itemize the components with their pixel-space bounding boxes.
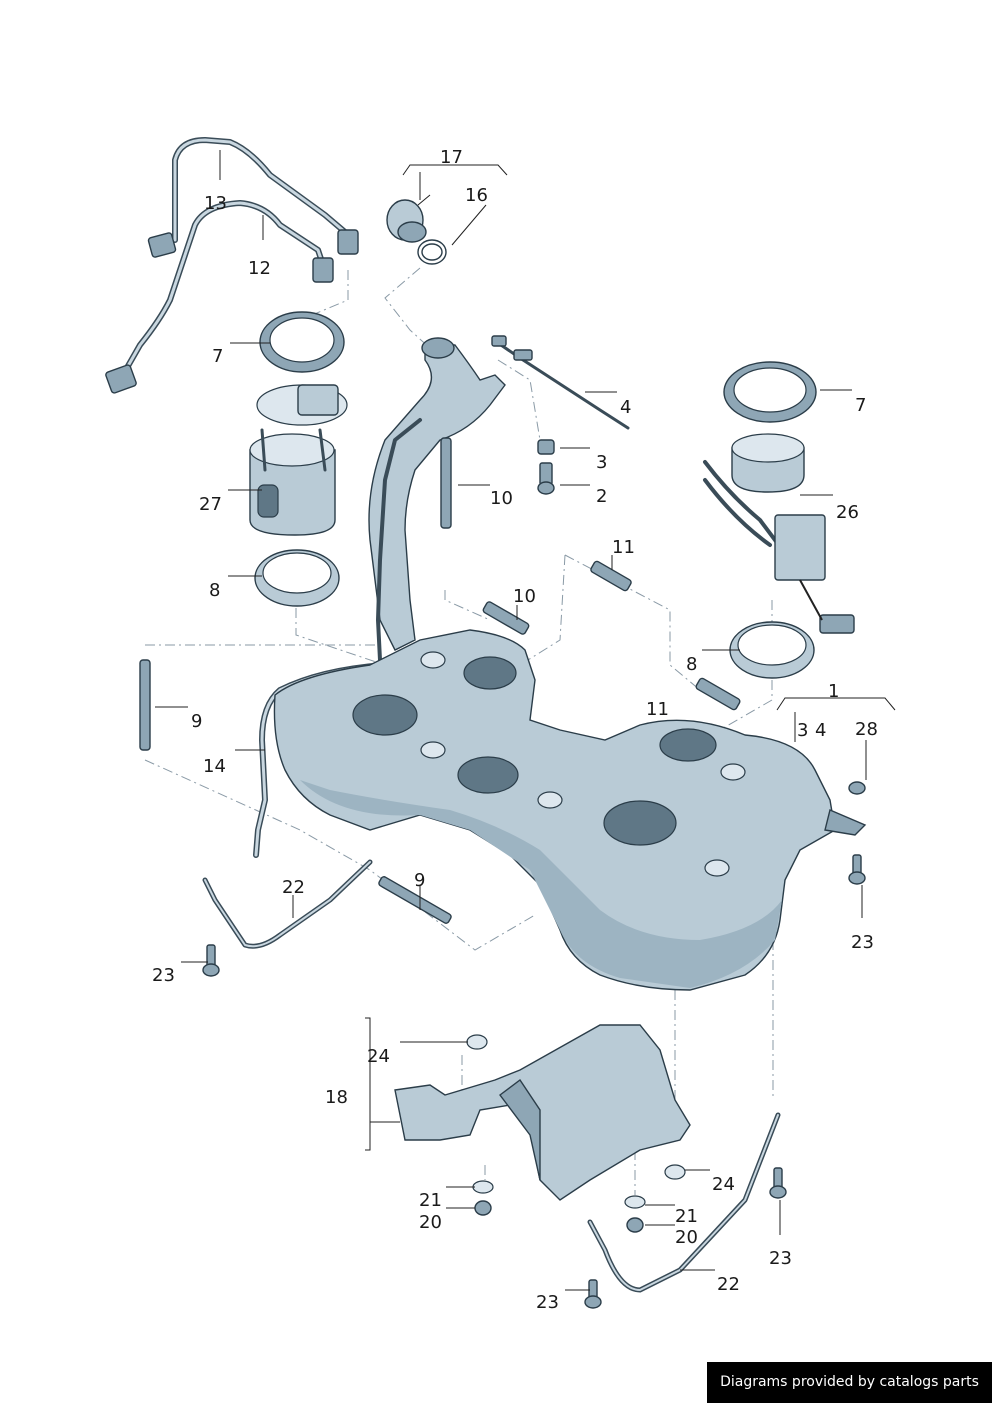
label-20-right: 20 [675, 1227, 698, 1248]
label-3-top: 3 [596, 452, 607, 473]
label-21-right: 21 [675, 1206, 698, 1227]
label-1: 1 [828, 681, 839, 702]
locking-ring-7-left [259, 311, 345, 373]
label-9-lower: 9 [414, 870, 425, 891]
label-13: 13 [204, 193, 227, 214]
label-8-right: 8 [686, 654, 697, 675]
heat-shield-18 [394, 1024, 691, 1201]
label-10-lower: 10 [513, 586, 536, 607]
strap-22-right [587, 1112, 781, 1293]
label-4-top: 4 [620, 397, 631, 418]
studs [139, 437, 741, 924]
sensor-4 [491, 335, 630, 430]
nut-3 [537, 439, 555, 455]
label-8-left: 8 [209, 580, 220, 601]
fasteners [202, 781, 866, 1309]
credit-banner: Diagrams provided by catalogs parts [707, 1362, 992, 1403]
label-23-bottom: 23 [536, 1292, 559, 1313]
label-2: 2 [596, 486, 607, 507]
label-7-left: 7 [212, 346, 223, 367]
label-26: 26 [836, 502, 859, 523]
label-22-right: 22 [717, 1274, 740, 1295]
label-24-upper: 24 [367, 1046, 390, 1067]
label-21-left: 21 [419, 1190, 442, 1211]
leader-lines [155, 150, 896, 1291]
label-23-left: 23 [152, 965, 175, 986]
label-12: 12 [248, 258, 271, 279]
label-20-left: 20 [419, 1212, 442, 1233]
fuel-tank [273, 629, 867, 991]
label-28: 28 [855, 719, 878, 740]
bolt-2 [537, 462, 555, 495]
label-3-right: 3 [797, 720, 808, 741]
label-11-lower: 11 [646, 699, 669, 720]
label-9-upper: 9 [191, 711, 202, 732]
fuel-pump-27 [249, 384, 348, 536]
callout-labels: 17 16 13 12 7 4 7 3 2 10 27 26 11 8 10 8… [152, 147, 878, 1313]
label-24-lower: 24 [712, 1174, 735, 1195]
locking-ring-7-right [723, 361, 817, 423]
label-14: 14 [203, 756, 226, 777]
label-4-right: 4 [815, 720, 826, 741]
assembly-lines [144, 267, 774, 1195]
label-7-right: 7 [855, 395, 866, 416]
filler-neck [368, 337, 506, 662]
fuel-sender-26 [703, 433, 855, 634]
label-23-right-bottom: 23 [769, 1248, 792, 1269]
label-11-upper: 11 [612, 537, 635, 558]
valve-17 [386, 194, 447, 265]
fuel-hoses-12-13 [105, 137, 359, 394]
seal-8-right [729, 621, 815, 679]
label-22-left: 22 [282, 877, 305, 898]
label-18: 18 [325, 1087, 348, 1108]
seal-8-left [254, 549, 340, 607]
label-17: 17 [440, 147, 463, 168]
label-23-right-top: 23 [851, 932, 874, 953]
strap-22-left [202, 859, 373, 949]
label-16: 16 [465, 185, 488, 206]
label-10-upper: 10 [490, 488, 513, 509]
label-27: 27 [199, 494, 222, 515]
